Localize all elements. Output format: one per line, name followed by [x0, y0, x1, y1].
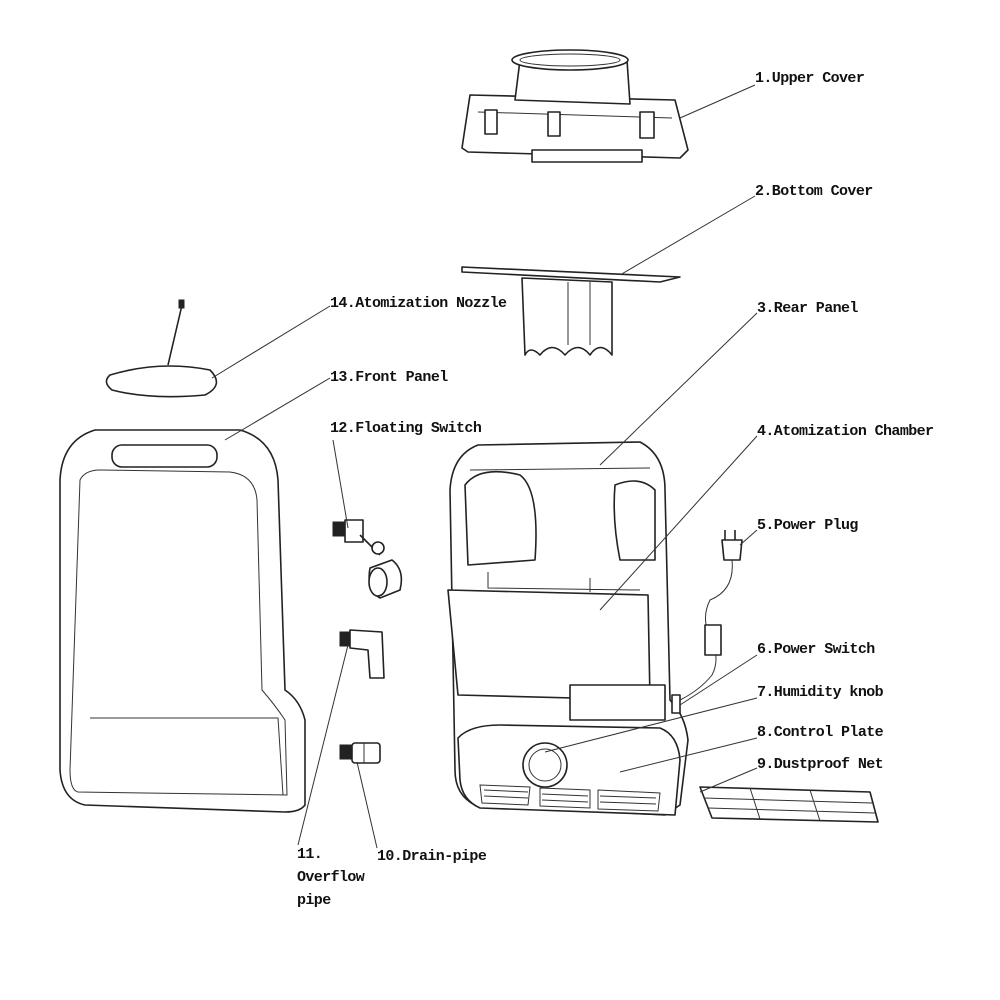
label-humidity-knob: 7.Humidity knob — [757, 684, 884, 701]
label-power-plug: 5.Power Plug — [757, 517, 858, 534]
label-overflow-pipe-line2: pipe — [297, 892, 331, 909]
label-bottom-cover: 2.Bottom Cover — [755, 183, 873, 200]
label-drain-pipe: 10.Drain-pipe — [377, 848, 487, 865]
label-overflow-pipe-line1: Overflow — [297, 869, 365, 886]
dustproof-net-part — [699, 786, 879, 823]
leader-lines — [211, 84, 758, 849]
label-dustproof-net: 9.Dustproof Net — [757, 756, 883, 773]
label-overflow-pipe-number: 11. — [297, 846, 322, 863]
label-front-panel: 13.Front Panel — [330, 369, 448, 386]
bottom-cover-part — [461, 266, 681, 356]
label-control-plate: 8.Control Plate — [757, 724, 884, 741]
label-upper-cover: 1.Upper Cover — [755, 70, 864, 87]
label-atomization-chamber: 4.Atomization Chamber — [757, 423, 933, 440]
label-floating-switch: 12.Floating Switch — [330, 420, 482, 437]
rear-panel-part — [447, 441, 689, 816]
atomization-nozzle-part — [105, 299, 218, 398]
overflow-pipe-part — [339, 629, 385, 679]
power-plug-part — [679, 530, 743, 701]
floating-switch-part — [332, 519, 403, 599]
label-rear-panel: 3.Rear Panel — [757, 300, 858, 317]
label-power-switch: 6.Power Switch — [757, 641, 875, 658]
front-panel-part — [59, 429, 306, 813]
drain-pipe-part — [339, 742, 381, 764]
upper-cover-part — [461, 49, 689, 163]
label-atomization-nozzle: 14.Atomization Nozzle — [330, 295, 507, 312]
